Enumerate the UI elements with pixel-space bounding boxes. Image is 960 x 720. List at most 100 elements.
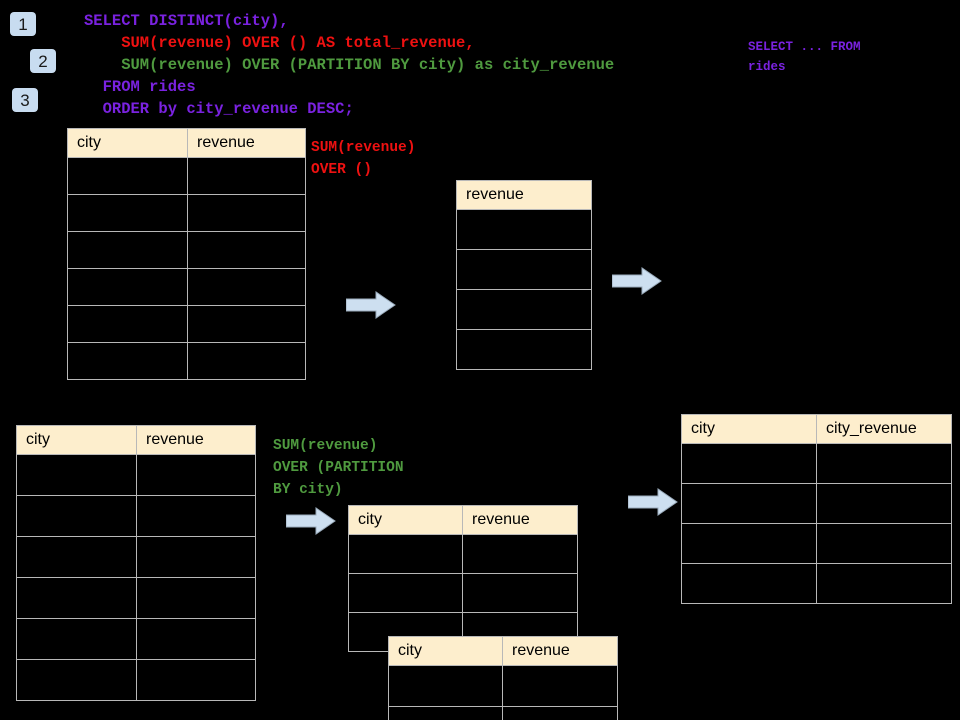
table-cell bbox=[16, 618, 137, 660]
table-cell bbox=[681, 483, 817, 524]
table-cell bbox=[16, 454, 137, 496]
table-cell bbox=[462, 534, 578, 574]
column-header-city: city bbox=[16, 425, 137, 455]
sql-line-3: SUM(revenue) OVER (PARTITION BY city) as… bbox=[84, 56, 615, 74]
table-row bbox=[456, 289, 592, 330]
table-cell bbox=[502, 665, 618, 707]
table-row bbox=[67, 194, 306, 232]
table-cell bbox=[681, 523, 817, 564]
table-row bbox=[67, 231, 306, 269]
column-header-revenue: revenue bbox=[462, 505, 578, 535]
column-header-city: city bbox=[388, 636, 503, 666]
sum-over-partition-annotation-line-3: BY city) bbox=[273, 482, 343, 498]
table-cell bbox=[681, 443, 817, 484]
table-cell bbox=[388, 665, 503, 707]
table-cell bbox=[456, 249, 592, 290]
table-cell bbox=[67, 305, 188, 343]
table-row bbox=[67, 157, 306, 195]
table-cell bbox=[187, 231, 306, 269]
table-cell bbox=[16, 577, 137, 619]
table-cell bbox=[187, 342, 306, 380]
table-row bbox=[67, 268, 306, 306]
column-header-revenue: revenue bbox=[187, 128, 306, 158]
arrow-source-to-total-icon bbox=[345, 291, 396, 319]
table-cell bbox=[187, 305, 306, 343]
table-cell bbox=[136, 659, 256, 701]
arrow-total-to-result-icon bbox=[611, 267, 662, 295]
table-cell bbox=[348, 612, 463, 652]
sql-query-block: SELECT DISTINCT(city), SUM(revenue) OVER… bbox=[84, 10, 614, 120]
table-cell bbox=[67, 231, 188, 269]
table-cell bbox=[67, 268, 188, 306]
table-cell bbox=[16, 536, 137, 578]
table-cell bbox=[136, 536, 256, 578]
sum-over-partition-annotation: SUM(revenue) OVER (PARTITION BY city) bbox=[273, 435, 404, 501]
table-row bbox=[681, 443, 952, 484]
sql-line-2: SUM(revenue) OVER () AS total_revenue, bbox=[84, 34, 475, 52]
table-cell bbox=[67, 157, 188, 195]
table-cell bbox=[816, 443, 952, 484]
table-row bbox=[681, 523, 952, 564]
table-row bbox=[16, 454, 256, 496]
table-cell bbox=[502, 706, 618, 720]
sum-over-partition-annotation-line-2: OVER (PARTITION bbox=[273, 460, 404, 476]
table-row bbox=[16, 659, 256, 701]
table-row bbox=[456, 329, 592, 370]
table-cell bbox=[816, 523, 952, 564]
table-cell bbox=[136, 454, 256, 496]
arrow-partition-to-result-icon bbox=[627, 488, 678, 516]
table-cell bbox=[67, 194, 188, 232]
sum-over-empty-annotation: SUM(revenue) OVER () bbox=[311, 137, 415, 181]
table-cell bbox=[456, 329, 592, 370]
column-header-city: city bbox=[681, 414, 817, 444]
table-cell bbox=[187, 194, 306, 232]
sum-over-empty-annotation-line-2: OVER () bbox=[311, 162, 372, 178]
table-row bbox=[388, 706, 618, 720]
table-cell bbox=[388, 706, 503, 720]
table-row bbox=[16, 618, 256, 660]
table-row bbox=[681, 563, 952, 604]
table-row bbox=[67, 305, 306, 343]
sql-note-line-2: rides bbox=[748, 60, 786, 74]
step-badge-2: 2 bbox=[30, 49, 56, 73]
table-row bbox=[16, 536, 256, 578]
table-row bbox=[456, 249, 592, 290]
table-cell bbox=[816, 563, 952, 604]
column-header-revenue: revenue bbox=[136, 425, 256, 455]
table-cell bbox=[681, 563, 817, 604]
table-cell bbox=[187, 268, 306, 306]
table-header-row: revenue bbox=[456, 180, 592, 210]
table-cell bbox=[67, 342, 188, 380]
table-row bbox=[456, 209, 592, 250]
table-cell bbox=[16, 495, 137, 537]
column-header-revenue: revenue bbox=[456, 180, 592, 210]
column-header-revenue: revenue bbox=[502, 636, 618, 666]
sum-over-partition-annotation-line-1: SUM(revenue) bbox=[273, 438, 378, 454]
column-header-city: city bbox=[67, 128, 188, 158]
table-cell bbox=[348, 573, 463, 613]
table-row bbox=[16, 495, 256, 537]
sum-over-empty-annotation-line-1: SUM(revenue) bbox=[311, 140, 416, 156]
step-badge-1: 1 bbox=[10, 12, 36, 36]
table-cell bbox=[136, 577, 256, 619]
arrow-source-to-partition-icon bbox=[285, 507, 336, 535]
table-row bbox=[681, 483, 952, 524]
sql-line-5: ORDER by city_revenue DESC; bbox=[84, 100, 354, 118]
table-cell bbox=[16, 659, 137, 701]
table-row bbox=[67, 342, 306, 380]
sql-line-4: FROM rides bbox=[84, 78, 196, 96]
total-revenue-table: revenue bbox=[456, 180, 592, 370]
step-badge-3: 3 bbox=[12, 88, 38, 112]
sql-note-line-1: SELECT ... FROM bbox=[748, 40, 861, 54]
table-cell bbox=[348, 534, 463, 574]
